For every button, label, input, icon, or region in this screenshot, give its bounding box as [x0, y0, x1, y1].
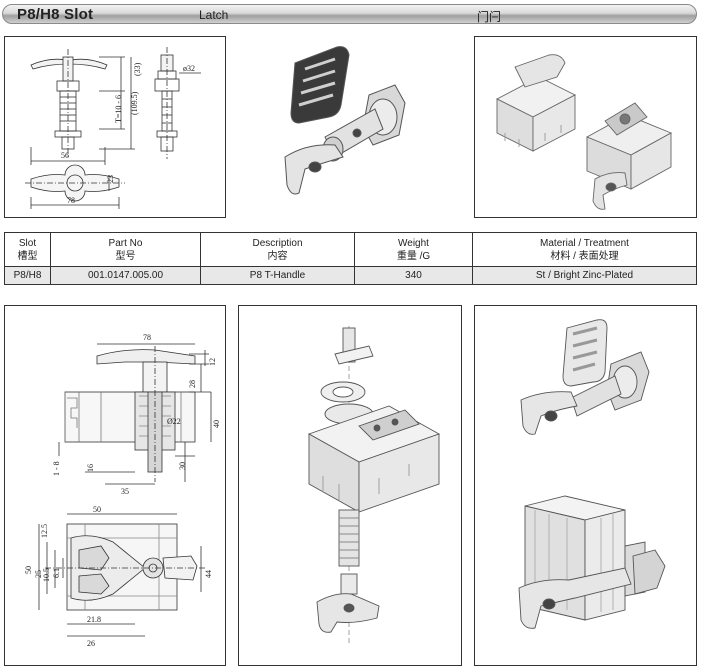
dim-p-21-8: 21.8 [87, 615, 101, 624]
profile-assembly-render [496, 54, 673, 210]
dim-78: 78 [67, 196, 75, 205]
dim-b-78: 78 [143, 333, 151, 342]
dim-23: 23 [106, 175, 115, 183]
table-row: P8/H8 001.0147.005.00 P8 T-Handle 340 St… [4, 266, 697, 285]
renders-bottom-right-frame [474, 305, 697, 666]
cell-material: St / Bright Zinc-Plated [472, 266, 697, 285]
cell-part-no: 001.0147.005.00 [50, 266, 201, 285]
dim-p-26: 26 [87, 639, 95, 648]
dim-b-28: 28 [188, 380, 197, 388]
dim-56: 56 [61, 151, 69, 160]
dim-b-40: 40 [212, 420, 221, 428]
dim-33: (33) [133, 62, 142, 76]
dim-p-25: 25 [34, 570, 43, 578]
dim-phi32: ø32 [183, 64, 195, 73]
dim-b-1-8: 1 - 8 [52, 461, 61, 476]
dim-109: (109.5) [130, 91, 139, 115]
header-bar: P8/H8 Slot Latch 门闩 [2, 4, 697, 24]
cell-description: P8 T-Handle [200, 266, 355, 285]
technical-drawing-bottom: 78 12 28 Ø22 40 1 - 8 16 30 35 50 12.5 5… [24, 333, 221, 648]
dim-b-30: 30 [178, 462, 187, 470]
render-top-right-frame [474, 36, 697, 218]
dim-b-12: 12 [208, 358, 217, 366]
cell-weight: 340 [354, 266, 473, 285]
drawing-bottom-frame: 78 12 28 Ø22 40 1 - 8 16 30 35 50 12.5 5… [4, 305, 226, 666]
slot-title: P8/H8 Slot [17, 6, 94, 23]
product-name: Latch [199, 8, 229, 22]
technical-drawing-top: 56 (33) T=10 - 6 (109.5) ø32 23 78 [25, 47, 201, 209]
render-top-middle [265, 45, 425, 215]
dim-p-10-5: 10.5 [42, 568, 51, 582]
exploded-view-render [307, 326, 441, 646]
dim-p-50: 50 [24, 566, 33, 574]
product-name-cn: 门闩 [477, 10, 502, 24]
dim-b-16: 16 [86, 464, 95, 472]
dim-p-12-5: 12.5 [40, 524, 49, 538]
dim-p-50-top: 50 [93, 505, 101, 514]
cell-slot: P8/H8 [4, 266, 51, 285]
dim-t: T=10 - 6 [114, 95, 123, 123]
drawing-top-frame: 56 (33) T=10 - 6 (109.5) ø32 23 78 [4, 36, 226, 218]
dim-p-6-1: 6.1 [52, 568, 61, 578]
dim-p-44: 44 [204, 570, 213, 578]
dim-b-phi22: Ø22 [167, 417, 181, 426]
dim-b-35: 35 [121, 487, 129, 496]
mounted-latch-renders [518, 319, 666, 629]
exploded-view-frame [238, 305, 462, 666]
